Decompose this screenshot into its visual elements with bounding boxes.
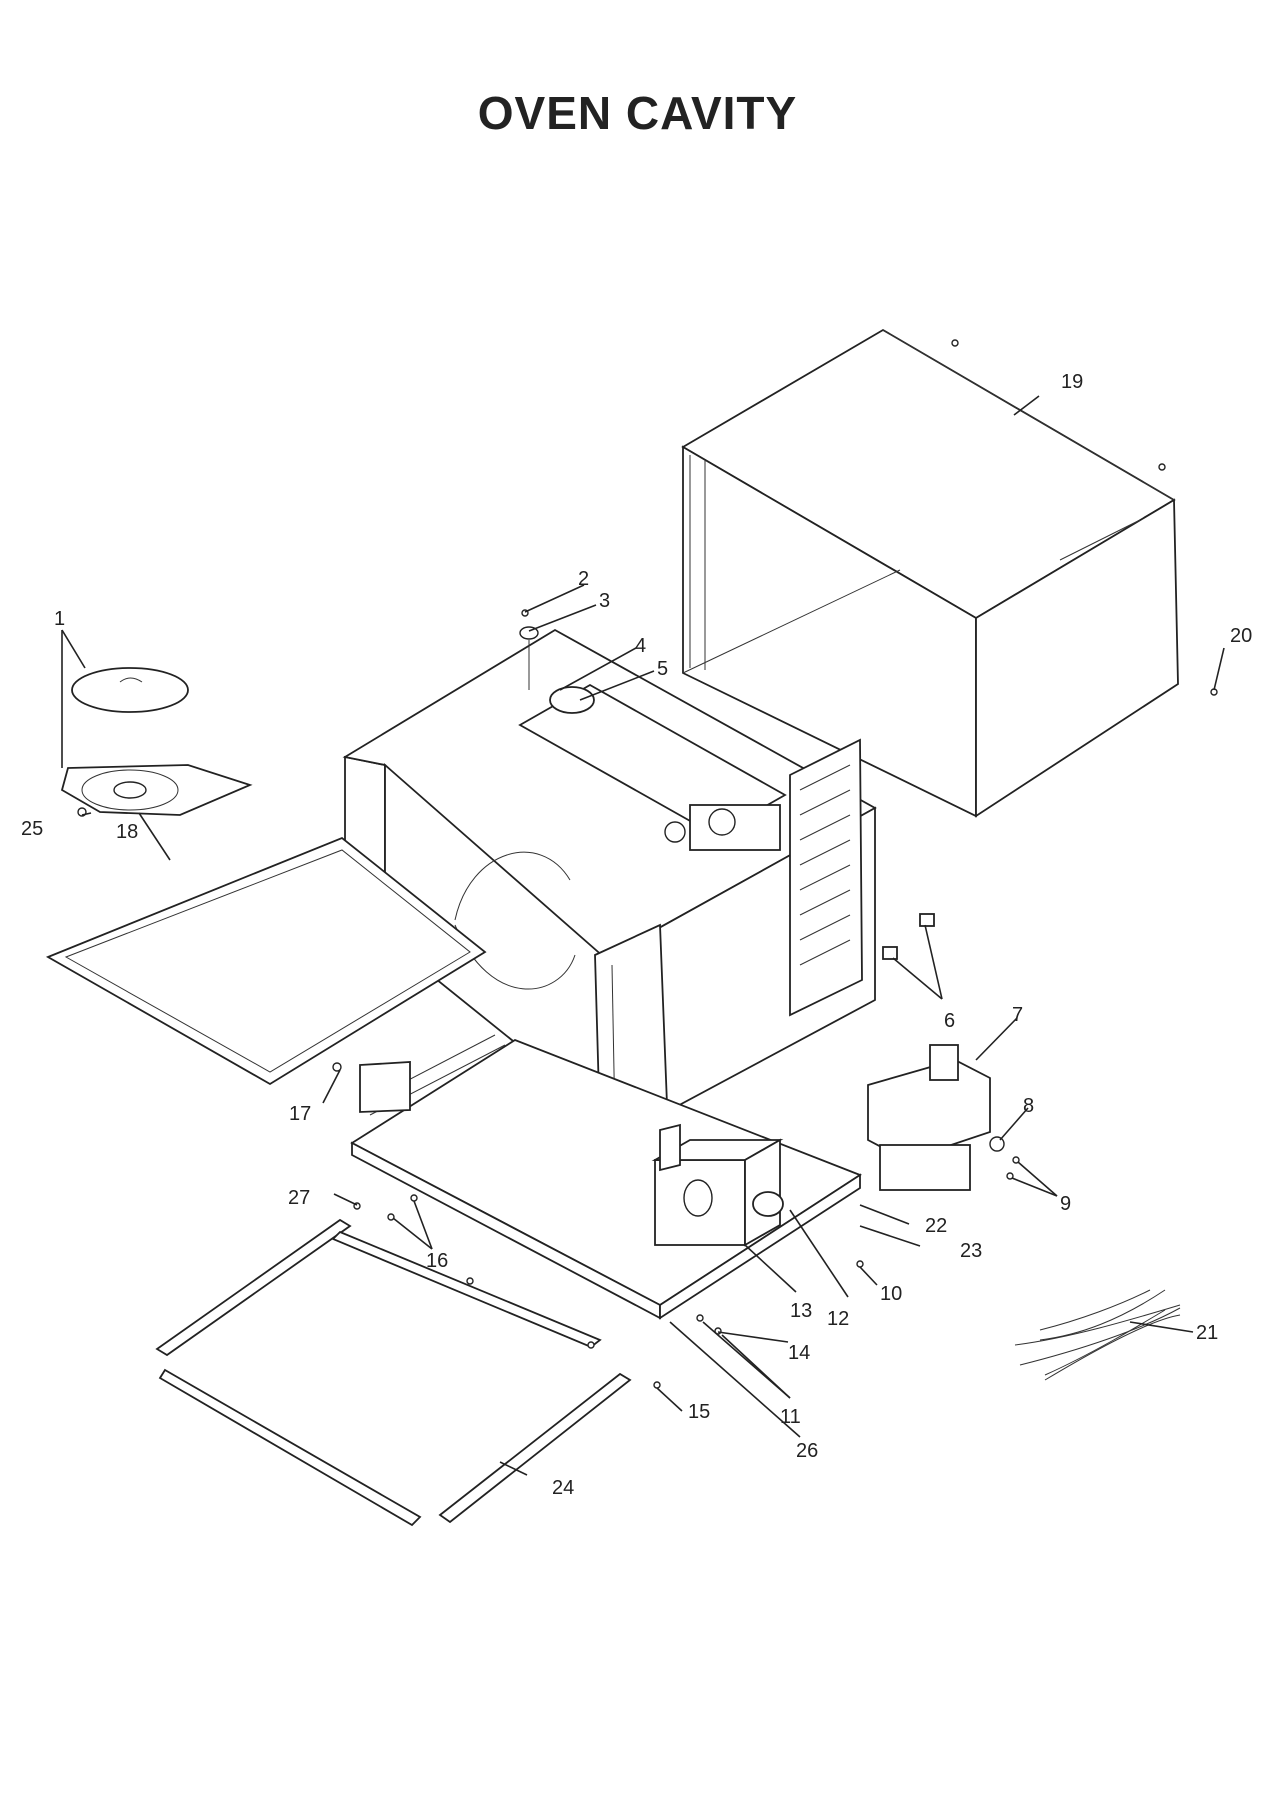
transformer [651, 1123, 784, 1247]
magnetron [867, 1044, 1020, 1191]
callout-20: 20 [1230, 625, 1252, 647]
cavity-frame [342, 628, 877, 1131]
callout-13: 13 [790, 1300, 812, 1322]
callout-9: 9 [1060, 1193, 1071, 1215]
callout-5: 5 [657, 658, 668, 680]
callout-8: 8 [1023, 1095, 1034, 1117]
callout-11: 11 [780, 1406, 801, 1428]
bracket [332, 1061, 411, 1113]
callout-1: 1 [54, 608, 65, 630]
callout-15: 15 [688, 1401, 710, 1423]
callout-27: 27 [288, 1187, 310, 1209]
callout-3: 3 [599, 590, 610, 612]
callout-17: 17 [289, 1103, 311, 1125]
interlock-switches [882, 913, 935, 960]
callout-25: 25 [21, 818, 43, 840]
callout-12: 12 [827, 1308, 849, 1330]
base-strips [155, 1218, 632, 1527]
callout-10: 10 [880, 1283, 902, 1305]
screws [353, 688, 1218, 1389]
callout-14: 14 [788, 1342, 810, 1364]
callout-labels: 1 2 3 4 5 6 7 8 9 10 11 12 13 14 15 16 1… [21, 371, 1252, 1499]
callout-6: 6 [944, 1010, 955, 1032]
callout-26: 26 [796, 1440, 818, 1462]
callout-7: 7 [1012, 1004, 1023, 1026]
page-title: OVEN CAVITY [477, 87, 798, 139]
outer-cabinet [681, 328, 1179, 818]
callout-2: 2 [578, 568, 589, 590]
wire-harness [1014, 1289, 1181, 1381]
callout-22: 22 [925, 1215, 947, 1237]
callout-24: 24 [552, 1477, 574, 1499]
turntable-assembly [60, 667, 253, 817]
callout-23: 23 [960, 1240, 982, 1262]
callout-18: 18 [116, 821, 138, 843]
callout-19: 19 [1061, 371, 1083, 393]
glass-tray [45, 836, 487, 1086]
leader-lines [61, 395, 1225, 1476]
callout-16: 16 [426, 1250, 448, 1272]
callout-21: 21 [1196, 1322, 1218, 1344]
callout-4: 4 [635, 635, 646, 657]
